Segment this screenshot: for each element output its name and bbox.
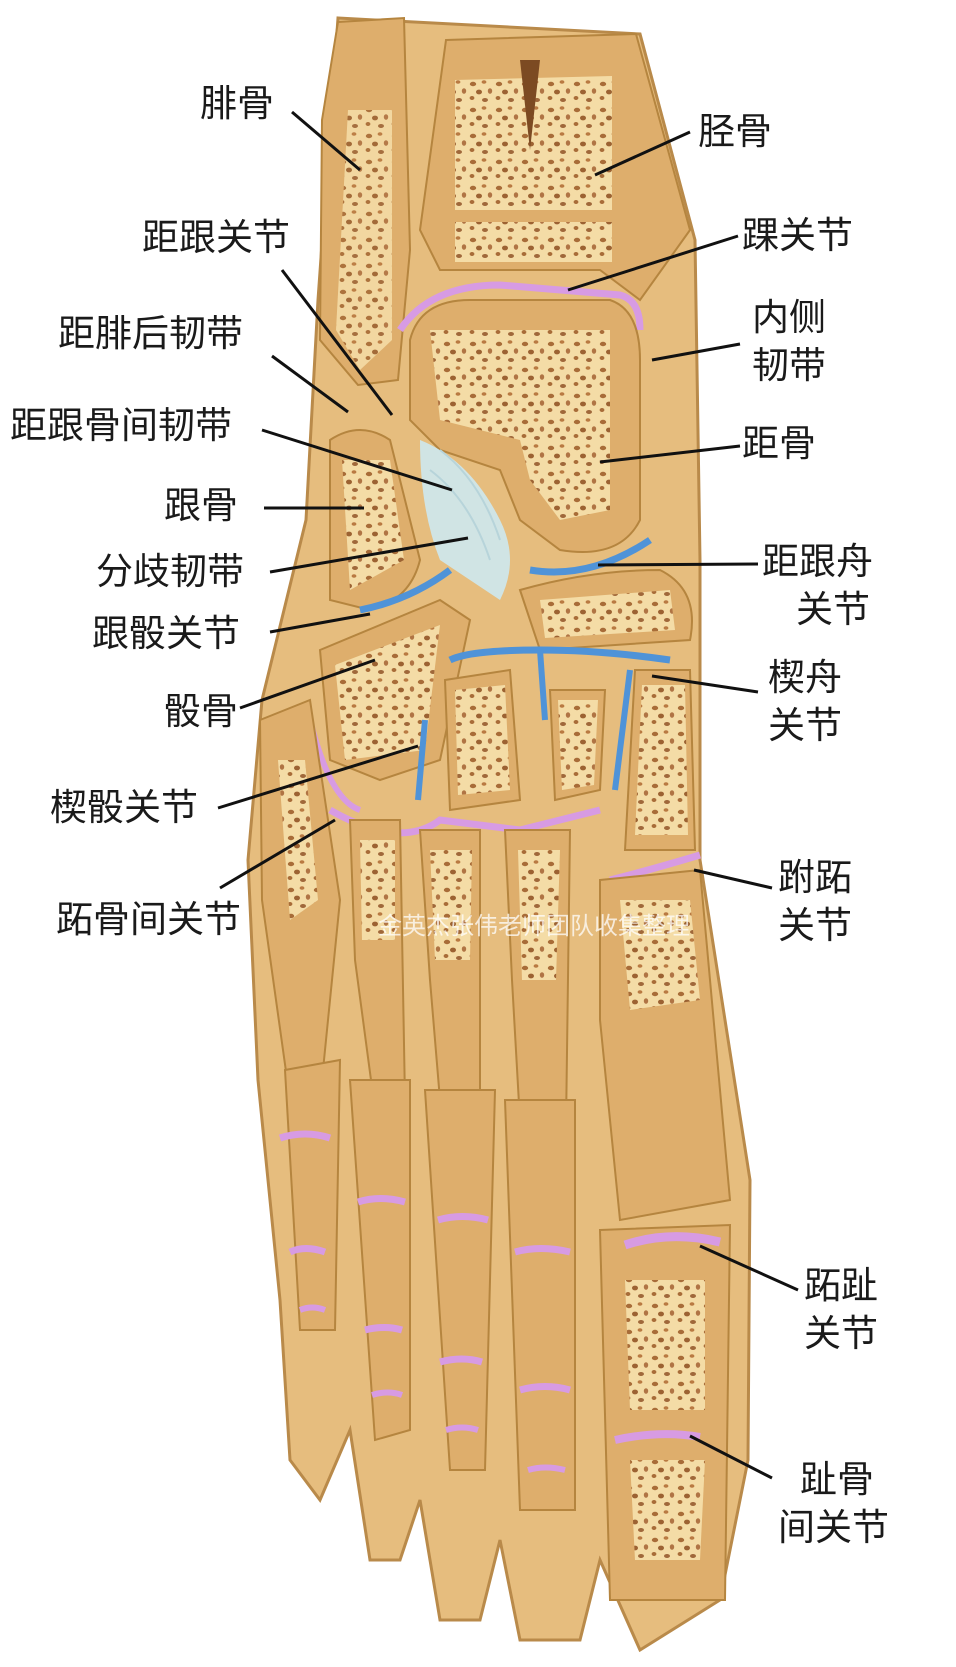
label-cuneocuboid-joint: 楔骰关节 (50, 786, 198, 830)
label-cuneonavicular-joint-2: 关节 (768, 704, 842, 748)
label-posterior-talofibular-ligament: 距腓后韧带 (58, 312, 243, 356)
label-tcn-joint-1: 距跟舟 (762, 540, 873, 584)
label-medial-ligament-1: 内侧 (752, 296, 826, 340)
label-calcaneocuboid-joint: 跟骰关节 (92, 612, 240, 656)
label-calcaneus: 跟骨 (164, 484, 238, 528)
label-interosseous-talocalcaneal-ligament: 距跟骨间韧带 (10, 404, 232, 448)
label-mtp-joint-2: 关节 (804, 1312, 878, 1356)
label-cuneonavicular-joint-1: 楔舟 (768, 656, 842, 700)
label-medial-ligament-2: 韧带 (752, 344, 826, 388)
watermark-text: 金英杰张伟老师团队收集整理 (378, 906, 690, 941)
label-intermetatarsal-joint: 跖骨间关节 (56, 898, 241, 942)
label-fibula: 腓骨 (200, 82, 274, 126)
label-tibia: 胫骨 (698, 110, 772, 154)
label-talus: 距骨 (742, 422, 816, 466)
label-tarsometatarsal-joint-2: 关节 (778, 904, 852, 948)
label-ip-joint-2: 间关节 (778, 1506, 889, 1550)
label-cuboid: 骰骨 (164, 690, 238, 734)
label-tarsometatarsal-joint-1: 跗跖 (778, 856, 852, 900)
label-mtp-joint-1: 跖趾 (804, 1264, 878, 1308)
label-bifurcate-ligament: 分歧韧带 (96, 550, 244, 594)
label-ankle-joint: 踝关节 (742, 214, 853, 258)
label-subtalar-joint: 距跟关节 (142, 216, 290, 260)
label-tcn-joint-2: 关节 (796, 588, 870, 632)
label-ip-joint-1: 趾骨 (800, 1458, 874, 1502)
